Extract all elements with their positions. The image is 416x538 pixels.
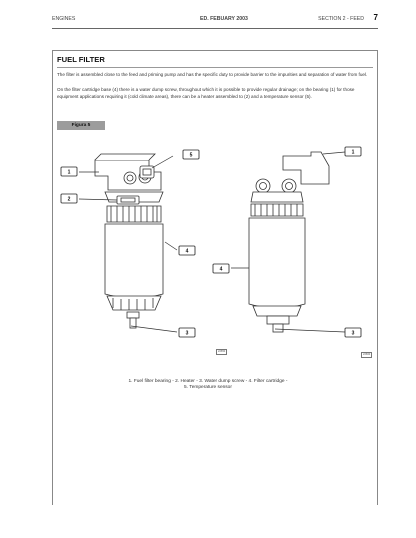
callout-box-3-left — [178, 327, 196, 338]
caption-line-1: 1. Fuel filter bearing - 2. Heater - 3. … — [128, 379, 288, 384]
callout-right-4: 4 — [220, 267, 223, 273]
left-bearing-top — [94, 153, 156, 161]
paragraph-details: On the filter cartridge base (4) there i… — [57, 87, 355, 99]
callout-left-3: 3 — [186, 331, 189, 337]
content-frame-top — [52, 50, 378, 51]
fuel-filter-illustration: 1 2 5 4 3 1 4 3 — [60, 146, 362, 338]
right-filter-cartridge — [248, 217, 306, 309]
content-frame-right — [377, 50, 378, 505]
content-frame-left — [52, 50, 53, 505]
callout-right-1: 1 — [352, 150, 355, 156]
header-divider — [52, 28, 378, 29]
callout-box-5-left — [182, 149, 200, 160]
figure-ref-code-left: 22650 — [216, 349, 228, 355]
header-edition: ED. FEBUARY 2003 — [200, 16, 248, 22]
header-chapter: SECTION 2 - FEED — [318, 16, 364, 22]
caption-line-2: 5. Temperature sensor — [184, 385, 232, 391]
title-divider — [57, 67, 373, 68]
callout-left-2: 2 — [68, 197, 71, 203]
callout-left-4: 4 — [186, 249, 189, 255]
callout-box-1-left — [60, 166, 78, 177]
left-filter-cartridge — [104, 223, 164, 299]
figure-label: Figura 5 — [57, 121, 105, 130]
right-bearing-bracket — [282, 151, 330, 185]
left-water-dump-screw — [129, 317, 137, 329]
callout-box-1-right — [344, 146, 362, 157]
right-water-dump-screw — [272, 323, 284, 333]
callout-box-3-right — [344, 327, 362, 338]
callout-left-5: 5 — [190, 153, 193, 159]
figure-ref-code-right: 22660 — [361, 352, 373, 358]
figure-caption: 1. Fuel filter bearing - 2. Heater - 3. … — [80, 379, 336, 392]
section-title: FUEL FILTER — [57, 55, 105, 64]
callout-right-3: 3 — [352, 331, 355, 337]
callout-box-2-left — [60, 193, 78, 204]
callout-left-1: 1 — [68, 170, 71, 176]
page-number: 7 — [373, 13, 378, 22]
paragraph-intro: The filter is assembled close to the fee… — [57, 72, 368, 77]
callout-box-4-right — [212, 263, 230, 274]
callout-box-4-left — [178, 245, 196, 256]
header-section-name: ENGINES — [52, 16, 76, 22]
page-header: ENGINES ED. FEBUARY 2003 SECTION 2 - FEE… — [52, 13, 378, 28]
